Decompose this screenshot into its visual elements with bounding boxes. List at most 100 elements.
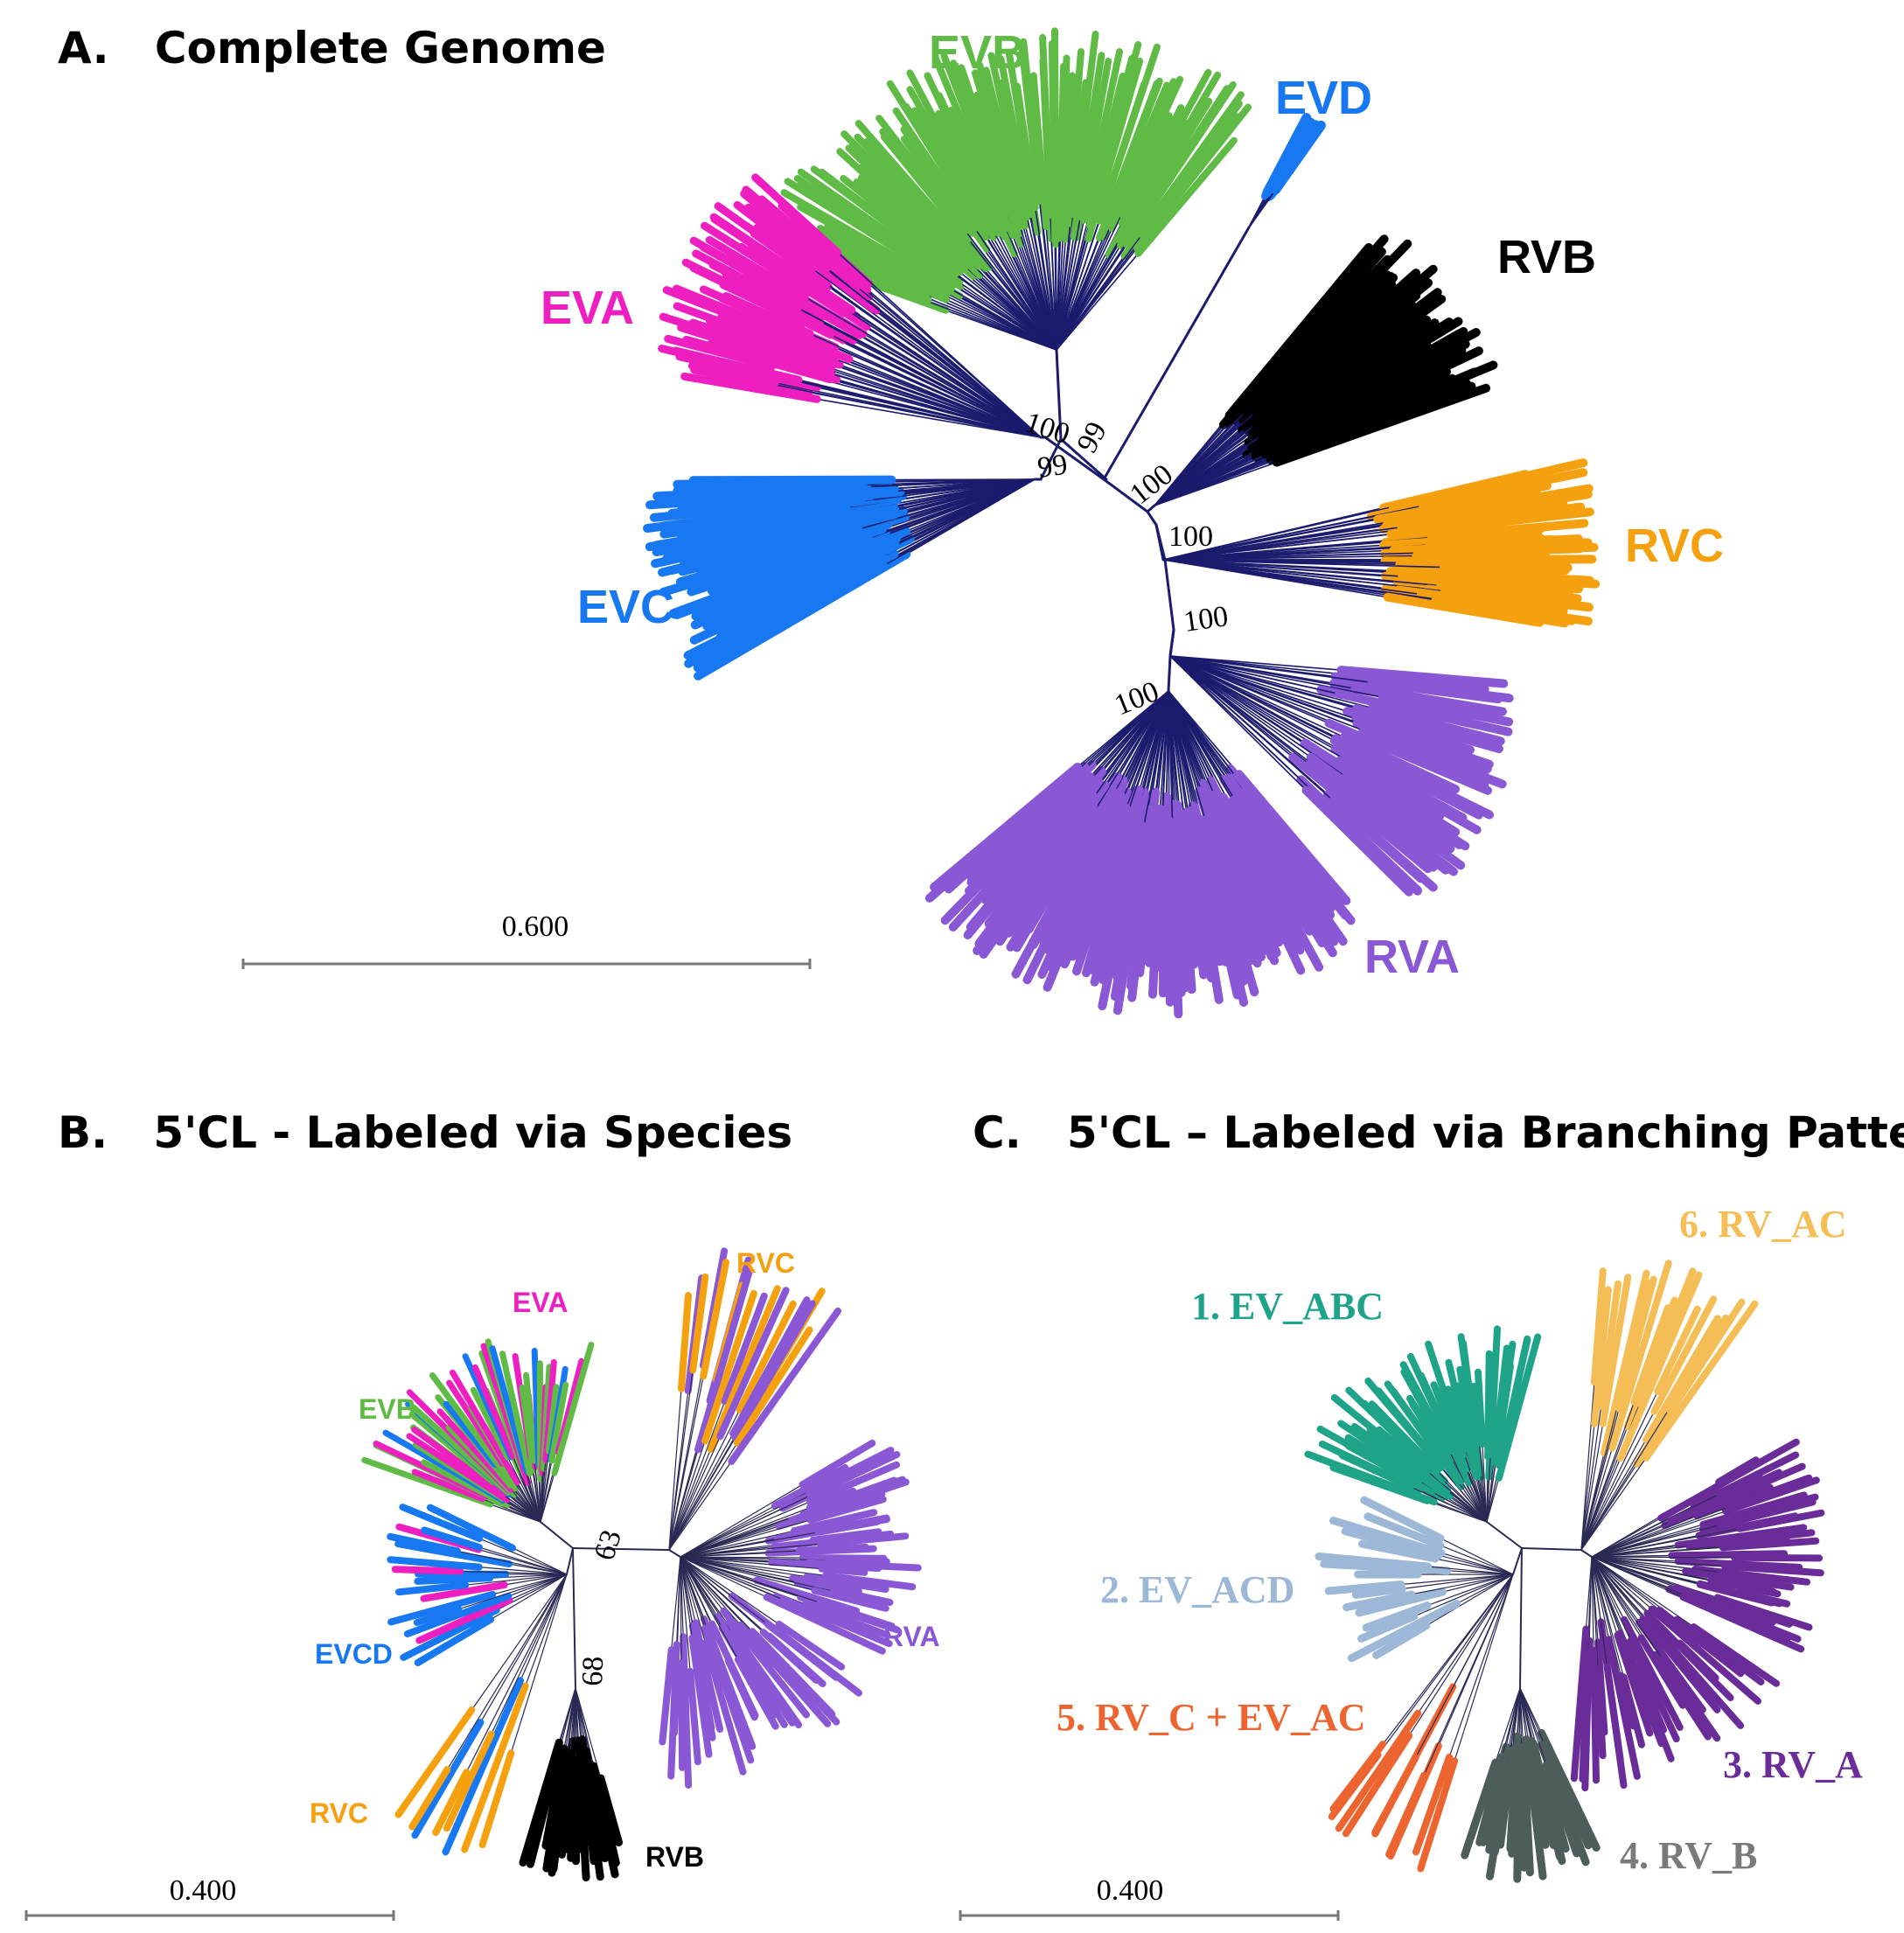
- leaf-tip-evb: [1123, 80, 1237, 248]
- leaf-tip-rva: [1306, 752, 1466, 870]
- leaf-tip-rv-b: [1542, 1761, 1581, 1858]
- leaf-branch: [1591, 1556, 1649, 1615]
- leaf-tip-ev-mixed: [471, 1364, 516, 1460]
- leaf-branch: [1417, 1574, 1514, 1714]
- leaf-branch: [457, 1574, 568, 1610]
- leaf-tip-rva: [1112, 822, 1148, 980]
- leaf-branch: [1414, 1574, 1514, 1759]
- leaf-branch: [478, 1566, 568, 1575]
- leaf-tip-rvc-rva: [694, 1267, 753, 1454]
- leaf-tip-evc: [681, 503, 851, 537]
- leaf-tip-evb: [932, 56, 1010, 232]
- leaf-branch: [1580, 1381, 1595, 1551]
- leaf-tip-rva: [764, 1621, 840, 1681]
- leaf-branch: [1162, 559, 1442, 587]
- leaf-branch: [1591, 1528, 1740, 1558]
- leaf-tip-rv-ac: [1608, 1260, 1672, 1452]
- leaf-tip-rv-a: [1682, 1567, 1795, 1591]
- leaf-tip-rvb: [596, 1774, 623, 1846]
- leaf-branch: [668, 1448, 712, 1551]
- leaf-branch: [1591, 1524, 1721, 1558]
- leaf-tip-rvc-rva: [736, 1300, 797, 1413]
- internal-branch: [1055, 348, 1063, 441]
- leaf-tip-rv-b: [1485, 1763, 1510, 1854]
- leaf-tip-rva: [795, 1543, 869, 1554]
- leaf-branch: [668, 1436, 736, 1551]
- leaf-tip-rvb: [519, 1738, 563, 1867]
- leaf-branch: [1591, 1556, 1644, 1620]
- bootstrap-value: 100: [1124, 458, 1179, 512]
- leaf-tip-rv-a: [1720, 1562, 1824, 1577]
- leaf-tip-evcd: [387, 1532, 461, 1555]
- leaf-tip-ev-acd: [1347, 1600, 1461, 1663]
- leaf-branch: [1580, 1408, 1670, 1551]
- leaf-tip-rv-a: [1685, 1529, 1816, 1550]
- leaf-branch: [1591, 1520, 1672, 1558]
- leaf-tip-rva: [1352, 704, 1503, 754]
- leaf-branch: [1169, 655, 1340, 695]
- leaf-branch: [1169, 655, 1312, 758]
- leaf-tip-rva: [930, 763, 1082, 892]
- leaf-tip-ev-mixed: [450, 1369, 520, 1486]
- leaf-branch: [1591, 1493, 1720, 1558]
- leaf-branch: [478, 1546, 568, 1575]
- leaf-branch: [1162, 518, 1378, 561]
- clade-label-rvc-bottom: RVC: [310, 1797, 368, 1829]
- leaf-branch: [540, 1460, 553, 1523]
- leaf-tip-evb: [910, 107, 991, 236]
- leaf-branch: [798, 379, 1042, 438]
- leaf-branch: [680, 1556, 713, 1625]
- leaf-branch: [866, 288, 1042, 438]
- leaf-tip-rva: [701, 1639, 747, 1776]
- leaf-branch: [680, 1483, 804, 1558]
- leaf-tip-evb: [1039, 33, 1055, 219]
- leaf-tip-rva: [734, 1656, 779, 1730]
- leaf-branch: [1440, 1538, 1514, 1575]
- leaf-tip-rvc-rva: [689, 1273, 709, 1374]
- leaf-branch: [1169, 655, 1308, 792]
- leaf-tip-evd: [1271, 120, 1326, 195]
- backbone-branch: [1059, 437, 1108, 481]
- leaf-tip-evb: [906, 69, 998, 236]
- leaf-tip-eva: [687, 361, 779, 387]
- leaf-branch: [680, 1556, 826, 1577]
- leaf-tip-ev-abc: [1376, 1426, 1431, 1475]
- leaf-branch: [1591, 1556, 1735, 1559]
- leaf-branch: [1169, 655, 1357, 709]
- leaf-tip-ev-mixed: [548, 1381, 569, 1464]
- leaf-tip-ev-mixed: [470, 1386, 512, 1461]
- leaf-branch: [1591, 1556, 1619, 1636]
- leaf-tip-ev-abc: [1344, 1434, 1423, 1484]
- clade-label-ev-abc: 1. EV_ABC: [1191, 1285, 1384, 1328]
- leaf-tip-evb: [875, 115, 969, 235]
- leaf-branch: [668, 1448, 699, 1551]
- leaf-tip-evb: [840, 130, 976, 269]
- leaf-tip-rvc: [411, 1719, 485, 1839]
- leaf-tip-evcd: [394, 1540, 513, 1567]
- bootstrap-value: 100: [1182, 600, 1231, 639]
- leaf-tip-rva: [688, 1634, 713, 1758]
- leaf-branch: [850, 309, 1042, 438]
- leaf-tip-evcd: [414, 1574, 494, 1585]
- leaf-tip-ev-abc: [1496, 1336, 1531, 1466]
- backbone-branch: [1512, 1547, 1523, 1575]
- leaf-branch: [680, 1556, 753, 1632]
- leaf-branch: [680, 1556, 682, 1664]
- leaf-tip-evb: [1014, 82, 1039, 212]
- leaf-tip-rvc-rva: [728, 1307, 841, 1465]
- leaf-tip-ev-acd: [1362, 1602, 1432, 1632]
- leaf-tip-ev-mixed: [411, 1427, 507, 1498]
- leaf-tip-rva: [791, 1509, 878, 1535]
- leaf-branch: [1591, 1556, 1653, 1610]
- panel-c: C. 5'CL – Labeled via Branching Pattern …: [959, 1107, 1904, 1921]
- leaf-branch: [829, 333, 1042, 438]
- leaf-tip-eva: [673, 284, 854, 364]
- leaf-tip-rv-b: [1522, 1735, 1547, 1881]
- clade-label-eva: EVA: [513, 1287, 568, 1318]
- leaf-branch: [680, 1556, 769, 1625]
- leaf-branch: [676, 1556, 681, 1645]
- leaf-tip-evb: [1117, 97, 1213, 249]
- leaf-tip-rv-a: [1719, 1537, 1820, 1552]
- panel-a-clade-labels: EVA EVB EVD RVB EVC RVC RVA: [541, 26, 1724, 983]
- clade-label-eva: EVA: [541, 282, 634, 334]
